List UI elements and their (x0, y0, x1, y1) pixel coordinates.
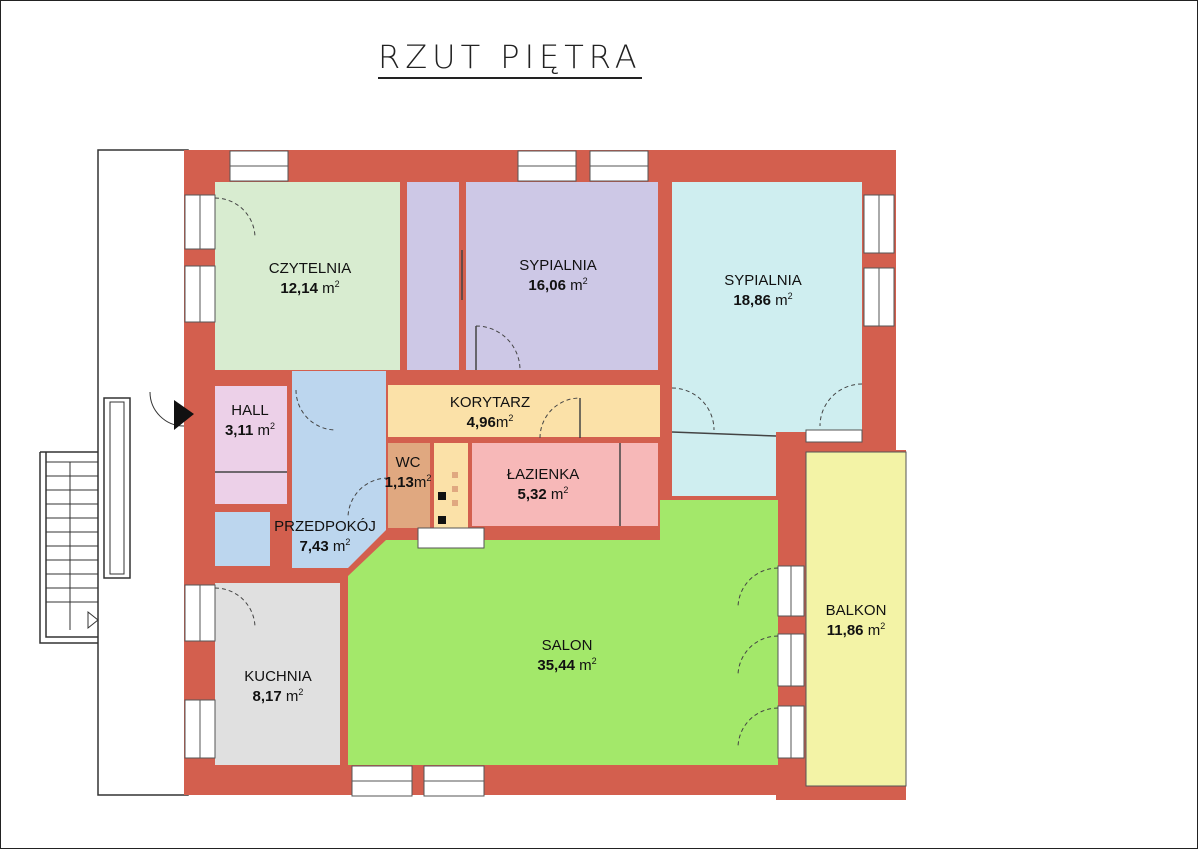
room-name: SALON (541, 637, 593, 654)
room-name: ŁAZIENKA (506, 466, 580, 483)
label-sypialnia-2: SYPIALNIA 18,86 m2 (708, 272, 818, 311)
label-balkon: BALKON 11,86 m2 (808, 602, 904, 641)
label-lazienka: ŁAZIENKA 5,32 m2 (493, 466, 593, 505)
label-sypialnia-1: SYPIALNIA 16,06 m2 (503, 257, 613, 296)
door-leaves (215, 250, 777, 526)
room-area: 16,06 m2 (528, 275, 588, 294)
room-wc (388, 443, 430, 528)
entry-arrow-icon (174, 400, 194, 430)
room-czytelnia (215, 182, 400, 370)
room-kuchnia (215, 583, 340, 765)
room-sypialnia-2-lower (672, 432, 776, 496)
room-sypialnia-1 (466, 182, 658, 370)
room-balkon (805, 451, 907, 787)
room-salon (348, 500, 778, 765)
room-area: 7,43 m2 (299, 536, 351, 555)
room-przedpokoj-nook (215, 512, 270, 566)
room-name: KUCHNIA (244, 668, 312, 685)
plan-title: RZUT PIĘTRA (378, 38, 642, 79)
room-area: 12,14 m2 (280, 278, 340, 297)
room-area: 4,96m2 (466, 412, 514, 431)
room-name: CZYTELNIA (268, 260, 352, 277)
label-korytarz: KORYTARZ 4,96m2 (440, 394, 540, 433)
room-area: 5,32 m2 (517, 484, 569, 503)
room-area: 1,13m2 (384, 472, 432, 491)
room-name: BALKON (825, 602, 887, 619)
label-czytelnia: CZYTELNIA 12,14 m2 (255, 260, 365, 299)
label-hall: HALL 3,11 m2 (212, 402, 288, 441)
room-name: KORYTARZ (449, 394, 531, 411)
room-shaft (434, 443, 468, 528)
room-name: PRZEDPOKÓJ (274, 518, 376, 535)
room-hall (215, 386, 287, 504)
label-kuchnia: KUCHNIA 8,17 m2 (228, 668, 328, 707)
label-salon: SALON 35,44 m2 (517, 637, 617, 676)
room-lazienka (472, 443, 658, 526)
room-name: SYPIALNIA (724, 272, 802, 289)
room-name: HALL (231, 402, 269, 419)
windows (184, 150, 895, 797)
room-area: 3,11 m2 (224, 420, 276, 439)
sanitary-shaft (438, 472, 458, 524)
label-przedpokoj: PRZEDPOKÓJ 7,43 m2 (268, 518, 382, 557)
room-closet (407, 182, 459, 370)
room-area: 35,44 m2 (537, 655, 597, 674)
label-wc: WC 1,13m2 (380, 454, 436, 493)
room-name: WC (395, 454, 421, 471)
room-name: SYPIALNIA (519, 257, 597, 274)
room-area: 18,86 m2 (733, 290, 793, 309)
stair-steps (46, 461, 99, 630)
room-sypialnia-2 (672, 182, 862, 432)
room-area: 8,17 m2 (252, 686, 304, 705)
room-korytarz (388, 385, 660, 437)
room-area: 11,86 m2 (826, 620, 886, 639)
exterior-stair (39, 149, 189, 796)
wall-mask (896, 150, 916, 450)
